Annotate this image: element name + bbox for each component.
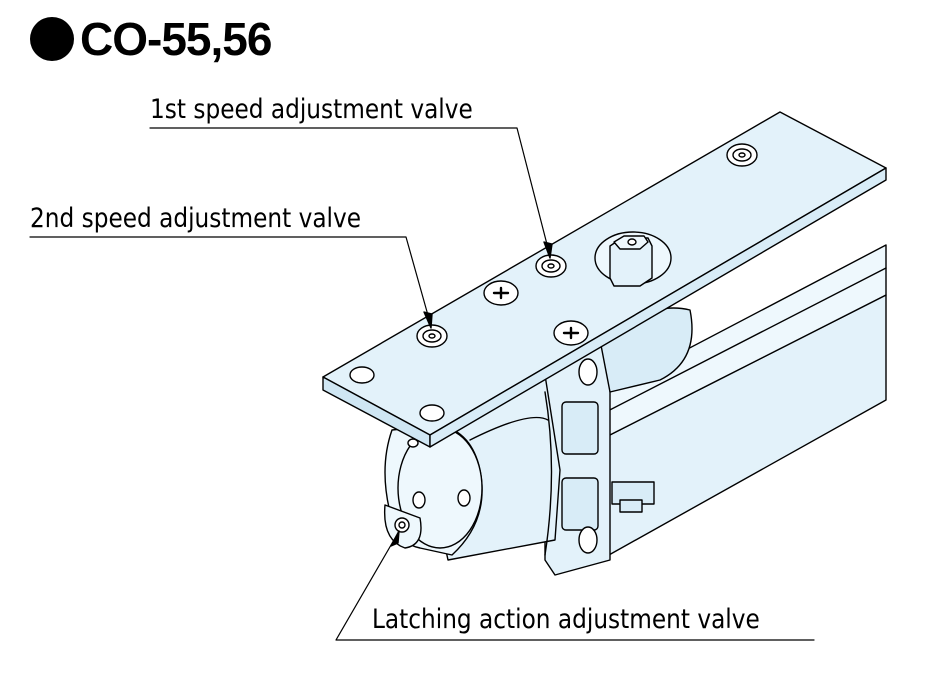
arrow-head-latch bbox=[390, 530, 400, 547]
page-title: CO-55,56 bbox=[30, 13, 272, 65]
first-speed-valve-label: 1st speed adjustment valve bbox=[150, 94, 473, 125]
pinion-bottom-cap bbox=[619, 499, 643, 513]
arrow-head-2nd bbox=[423, 311, 433, 329]
housing-window-lower bbox=[561, 477, 599, 531]
second-speed-valve-icon bbox=[416, 324, 448, 348]
leader-line-latch bbox=[335, 532, 815, 641]
second-speed-valve-label: 2nd speed adjustment valve bbox=[30, 203, 362, 234]
cap-hole-right bbox=[457, 489, 471, 507]
leader-line-1st bbox=[149, 127, 551, 257]
latching-valve-label: Latching action adjustment valve bbox=[372, 604, 760, 635]
screw-icon bbox=[483, 280, 519, 306]
leader-line-2nd bbox=[29, 236, 432, 327]
first-speed-valve-icon bbox=[535, 254, 567, 278]
screw-icon bbox=[553, 320, 589, 346]
latching-valve-icon bbox=[394, 517, 410, 533]
cap-hole-left bbox=[412, 491, 426, 509]
arrow-head-1st bbox=[543, 241, 553, 259]
plate-hole-front bbox=[349, 366, 375, 384]
mounting-plate-side bbox=[429, 167, 887, 448]
housing-window-upper bbox=[561, 401, 599, 455]
cap-hole-top bbox=[407, 438, 419, 448]
cylinder-end-arc bbox=[544, 391, 553, 556]
pinion-shaft-hole bbox=[627, 238, 637, 246]
bullet-icon bbox=[30, 17, 74, 61]
rear-valve-icon bbox=[726, 143, 758, 167]
cylinder-highlight bbox=[469, 416, 549, 441]
latching-valve-inner bbox=[398, 521, 406, 529]
housing-hole-top bbox=[578, 358, 598, 386]
plate-hole-rear bbox=[419, 404, 445, 422]
housing-hole-bottom bbox=[578, 526, 598, 554]
body-edge bbox=[599, 267, 887, 416]
title-text: CO-55,56 bbox=[80, 13, 272, 65]
